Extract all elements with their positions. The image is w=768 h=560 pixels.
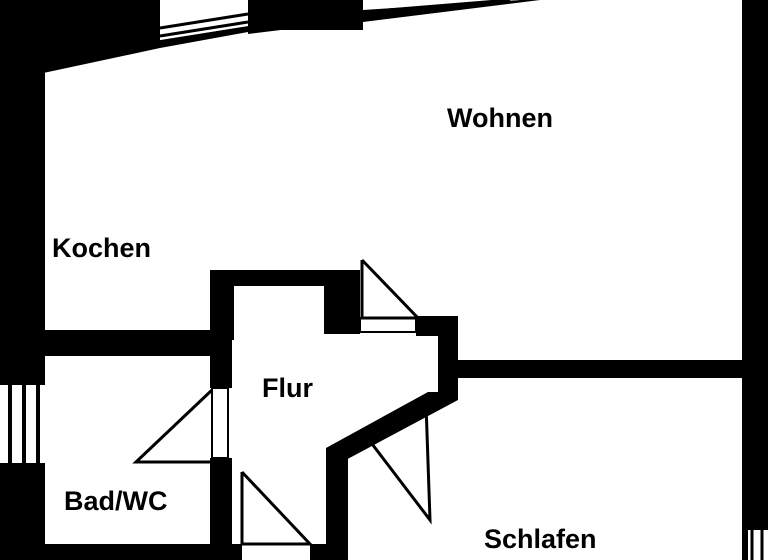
kitchen-bath-wall: [0, 330, 232, 356]
window-top-1-pane-a: [159, 12, 249, 30]
label-bad-wc: Bad/WC: [64, 486, 168, 516]
doors: [132, 258, 432, 546]
room-labels: Wohnen Kochen Flur Bad/WC Schlafen: [52, 103, 597, 554]
top-wall-sloped-mid: [248, 8, 363, 34]
entrance-door-swing: [240, 470, 314, 546]
top-wall-under-window-2: [363, 0, 540, 22]
left-outer-wall-upper: [0, 0, 45, 385]
label-flur: Flur: [262, 373, 313, 403]
bath-right-wall-lower: [210, 458, 232, 560]
label-wohnen: Wohnen: [447, 103, 553, 133]
living-door-frame: [359, 317, 417, 333]
top-wall-sloped-left: [20, 28, 160, 78]
label-schlafen: Schlafen: [484, 524, 597, 554]
window-top-2-pane: [362, 0, 511, 14]
bedroom-door-swing: [364, 401, 432, 525]
corridor-right-wall: [438, 316, 458, 398]
bath-door-frame: [211, 387, 229, 459]
living-bedroom-wall: [440, 360, 768, 378]
label-kochen: Kochen: [52, 233, 151, 263]
bath-bottom-wall: [45, 544, 242, 560]
corridor-bottom-stub: [234, 544, 242, 560]
bath-door-swing: [132, 388, 214, 464]
left-outer-wall-lower: [0, 463, 45, 560]
corridor-lower-right-wall: [326, 450, 348, 560]
bath-right-wall-upper: [210, 356, 232, 388]
corridor-bottom-right-stub: [310, 544, 330, 560]
window-top-1-pane-b: [159, 20, 249, 38]
corridor-notch-bottom: [324, 318, 360, 334]
corridor-top-wall: [210, 270, 350, 286]
window-top-1-pane-c: [159, 28, 249, 46]
living-door-swing: [360, 258, 422, 320]
windows: [5, 0, 768, 560]
corridor-left-wall-top: [210, 270, 234, 340]
right-outer-wall: [742, 0, 768, 560]
